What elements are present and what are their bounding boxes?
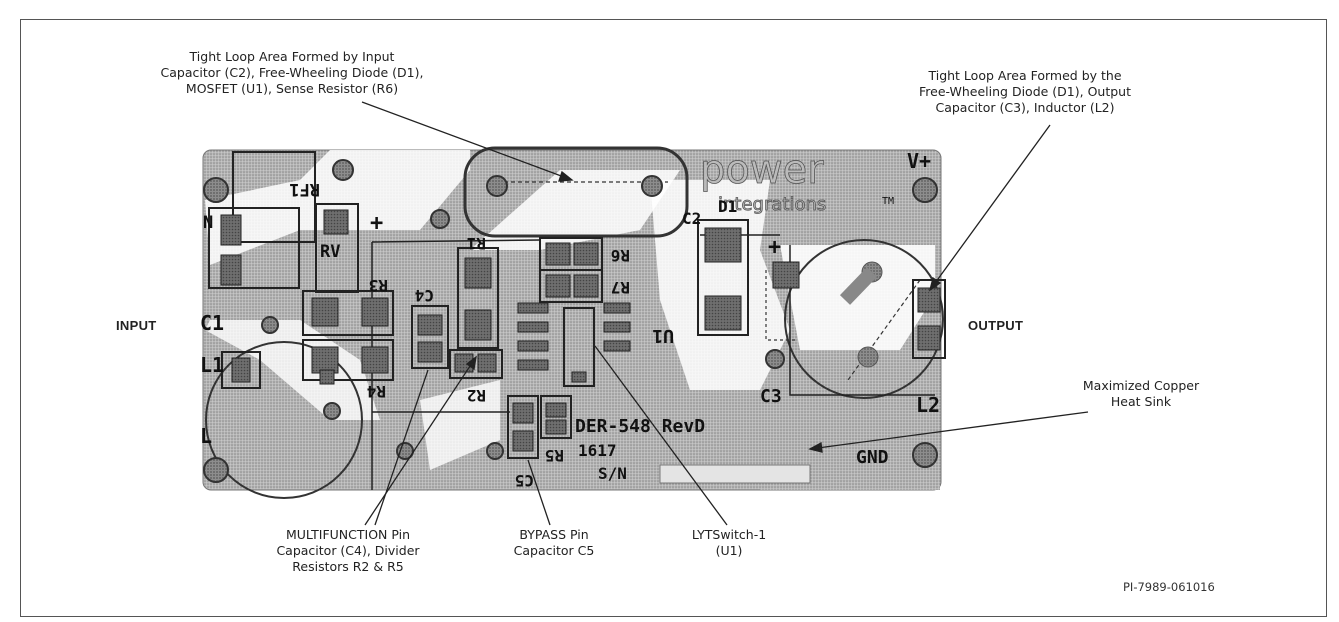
output-inductor-pad [857, 346, 879, 368]
output-label: OUTPUT [968, 318, 1024, 333]
fuse-rf1-outline [232, 151, 316, 243]
c4-outline [411, 305, 449, 369]
vplus-label: V+ [907, 149, 931, 173]
ref-c2: C2 [682, 209, 701, 228]
ref-c4: C4 [415, 286, 434, 305]
gnd-label: GND [856, 447, 889, 468]
figure-frame [20, 19, 1327, 617]
logo-power: power [700, 147, 824, 193]
ref-r7: R7 [611, 278, 630, 297]
r5-outline [540, 395, 572, 439]
ref-c5: C5 [515, 471, 534, 490]
board-clear-zone [650, 180, 790, 390]
ref-d1: D1 [718, 197, 737, 216]
ref-u1: U1 [652, 325, 674, 346]
logo-integrations: integrations [718, 194, 826, 215]
d1-outline [697, 219, 749, 336]
callout-leaders [361, 101, 1089, 526]
board-clear-zone [780, 245, 935, 350]
callout-bypass: BYPASS Pin Capacitor C5 [513, 527, 595, 558]
ref-c1: C1 [200, 311, 224, 335]
ref-plus-output: + [768, 235, 781, 260]
ref-n: N [203, 213, 213, 233]
ref-r2: R2 [467, 386, 486, 405]
r7-outline [539, 269, 603, 303]
serial-field [659, 464, 811, 484]
output-loop-circle [784, 239, 944, 399]
ref-rf1: RF1 [289, 179, 320, 199]
ref-plus-input: + [370, 211, 383, 236]
ref-rv: RV [320, 242, 340, 262]
serial-label: S/N [598, 464, 627, 483]
callout-output-loop: Tight Loop Area Formed by the Free-Wheel… [918, 68, 1131, 115]
l1-outline [221, 351, 261, 389]
ref-r6: R6 [611, 246, 630, 265]
c5-outline [507, 395, 539, 459]
board-clear-zone [420, 380, 500, 470]
output-inductor-trace [839, 267, 878, 305]
ref-r1: R1 [467, 234, 486, 253]
ref-l1: L1 [200, 353, 224, 377]
ref-r5: R5 [545, 446, 564, 465]
ref-l: L [200, 424, 212, 448]
board-clear-zone [470, 170, 680, 250]
mounting-holes [203, 159, 938, 483]
smd-pads [220, 209, 941, 452]
c1-outline [208, 207, 300, 289]
figure-id: PI-7989-061016 [1123, 580, 1215, 594]
input-label: INPUT [116, 318, 157, 333]
board-id: DER-548 RevD [575, 416, 705, 437]
ref-c3: C3 [760, 386, 782, 407]
r3-outline [302, 290, 394, 336]
c3-outline [912, 279, 946, 359]
u1-outline [563, 307, 595, 387]
callout-heat-sink: Maximized Copper Heat Sink [1082, 378, 1200, 409]
ref-r4: R4 [367, 382, 386, 401]
ref-r3: R3 [369, 276, 388, 295]
callout-input-loop: Tight Loop Area Formed by Input Capacito… [160, 49, 424, 96]
logo-tm: TM [882, 196, 894, 207]
board-clear-zone [205, 150, 470, 265]
r4-outline [302, 339, 394, 381]
input-loop-outline [463, 146, 689, 238]
inductor-l-circle [205, 341, 363, 499]
board-clear-zone [205, 320, 380, 420]
callout-lytswitch: LYTSwitch-1 (U1) [691, 527, 767, 558]
c2-outline [457, 247, 499, 349]
callout-multifunction: MULTIFUNCTION Pin Capacitor (C4), Divide… [276, 527, 420, 574]
board-num: 1617 [578, 441, 617, 460]
ref-l2: L2 [916, 393, 940, 417]
r1-outline [449, 349, 503, 379]
